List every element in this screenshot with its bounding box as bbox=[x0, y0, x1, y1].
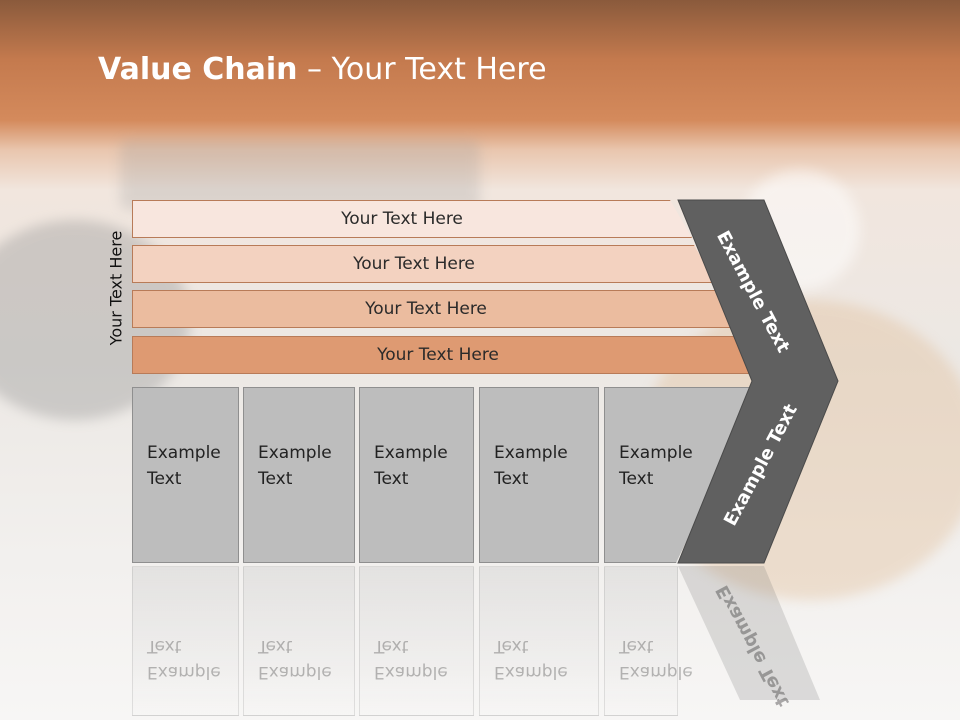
bg-shape bbox=[120, 140, 480, 210]
band-label: Your Text Here bbox=[377, 345, 499, 365]
column-text: Example bbox=[258, 443, 332, 463]
column-text: Text bbox=[494, 469, 529, 489]
column-text: Text bbox=[258, 469, 293, 489]
band-3: Your Text Here bbox=[132, 290, 740, 328]
column-text: Example bbox=[147, 443, 221, 463]
band-label: Your Text Here bbox=[365, 299, 487, 319]
band-4: Your Text Here bbox=[132, 336, 764, 374]
column-text: Text bbox=[619, 469, 654, 489]
band-2: Your Text Here bbox=[132, 245, 716, 283]
band-label: Your Text Here bbox=[353, 254, 475, 274]
band-label: Your Text Here bbox=[341, 209, 463, 229]
column-text: Text bbox=[147, 469, 182, 489]
chevron-shape bbox=[677, 199, 839, 564]
column-text: Example bbox=[494, 443, 568, 463]
slide-title: Value Chain – Your Text Here bbox=[98, 52, 547, 87]
column-text: Text bbox=[374, 469, 409, 489]
band-1: Your Text Here bbox=[132, 200, 692, 238]
column-text: Example bbox=[374, 443, 448, 463]
chevron-reflection bbox=[678, 566, 820, 700]
column-text: Example bbox=[619, 443, 693, 463]
